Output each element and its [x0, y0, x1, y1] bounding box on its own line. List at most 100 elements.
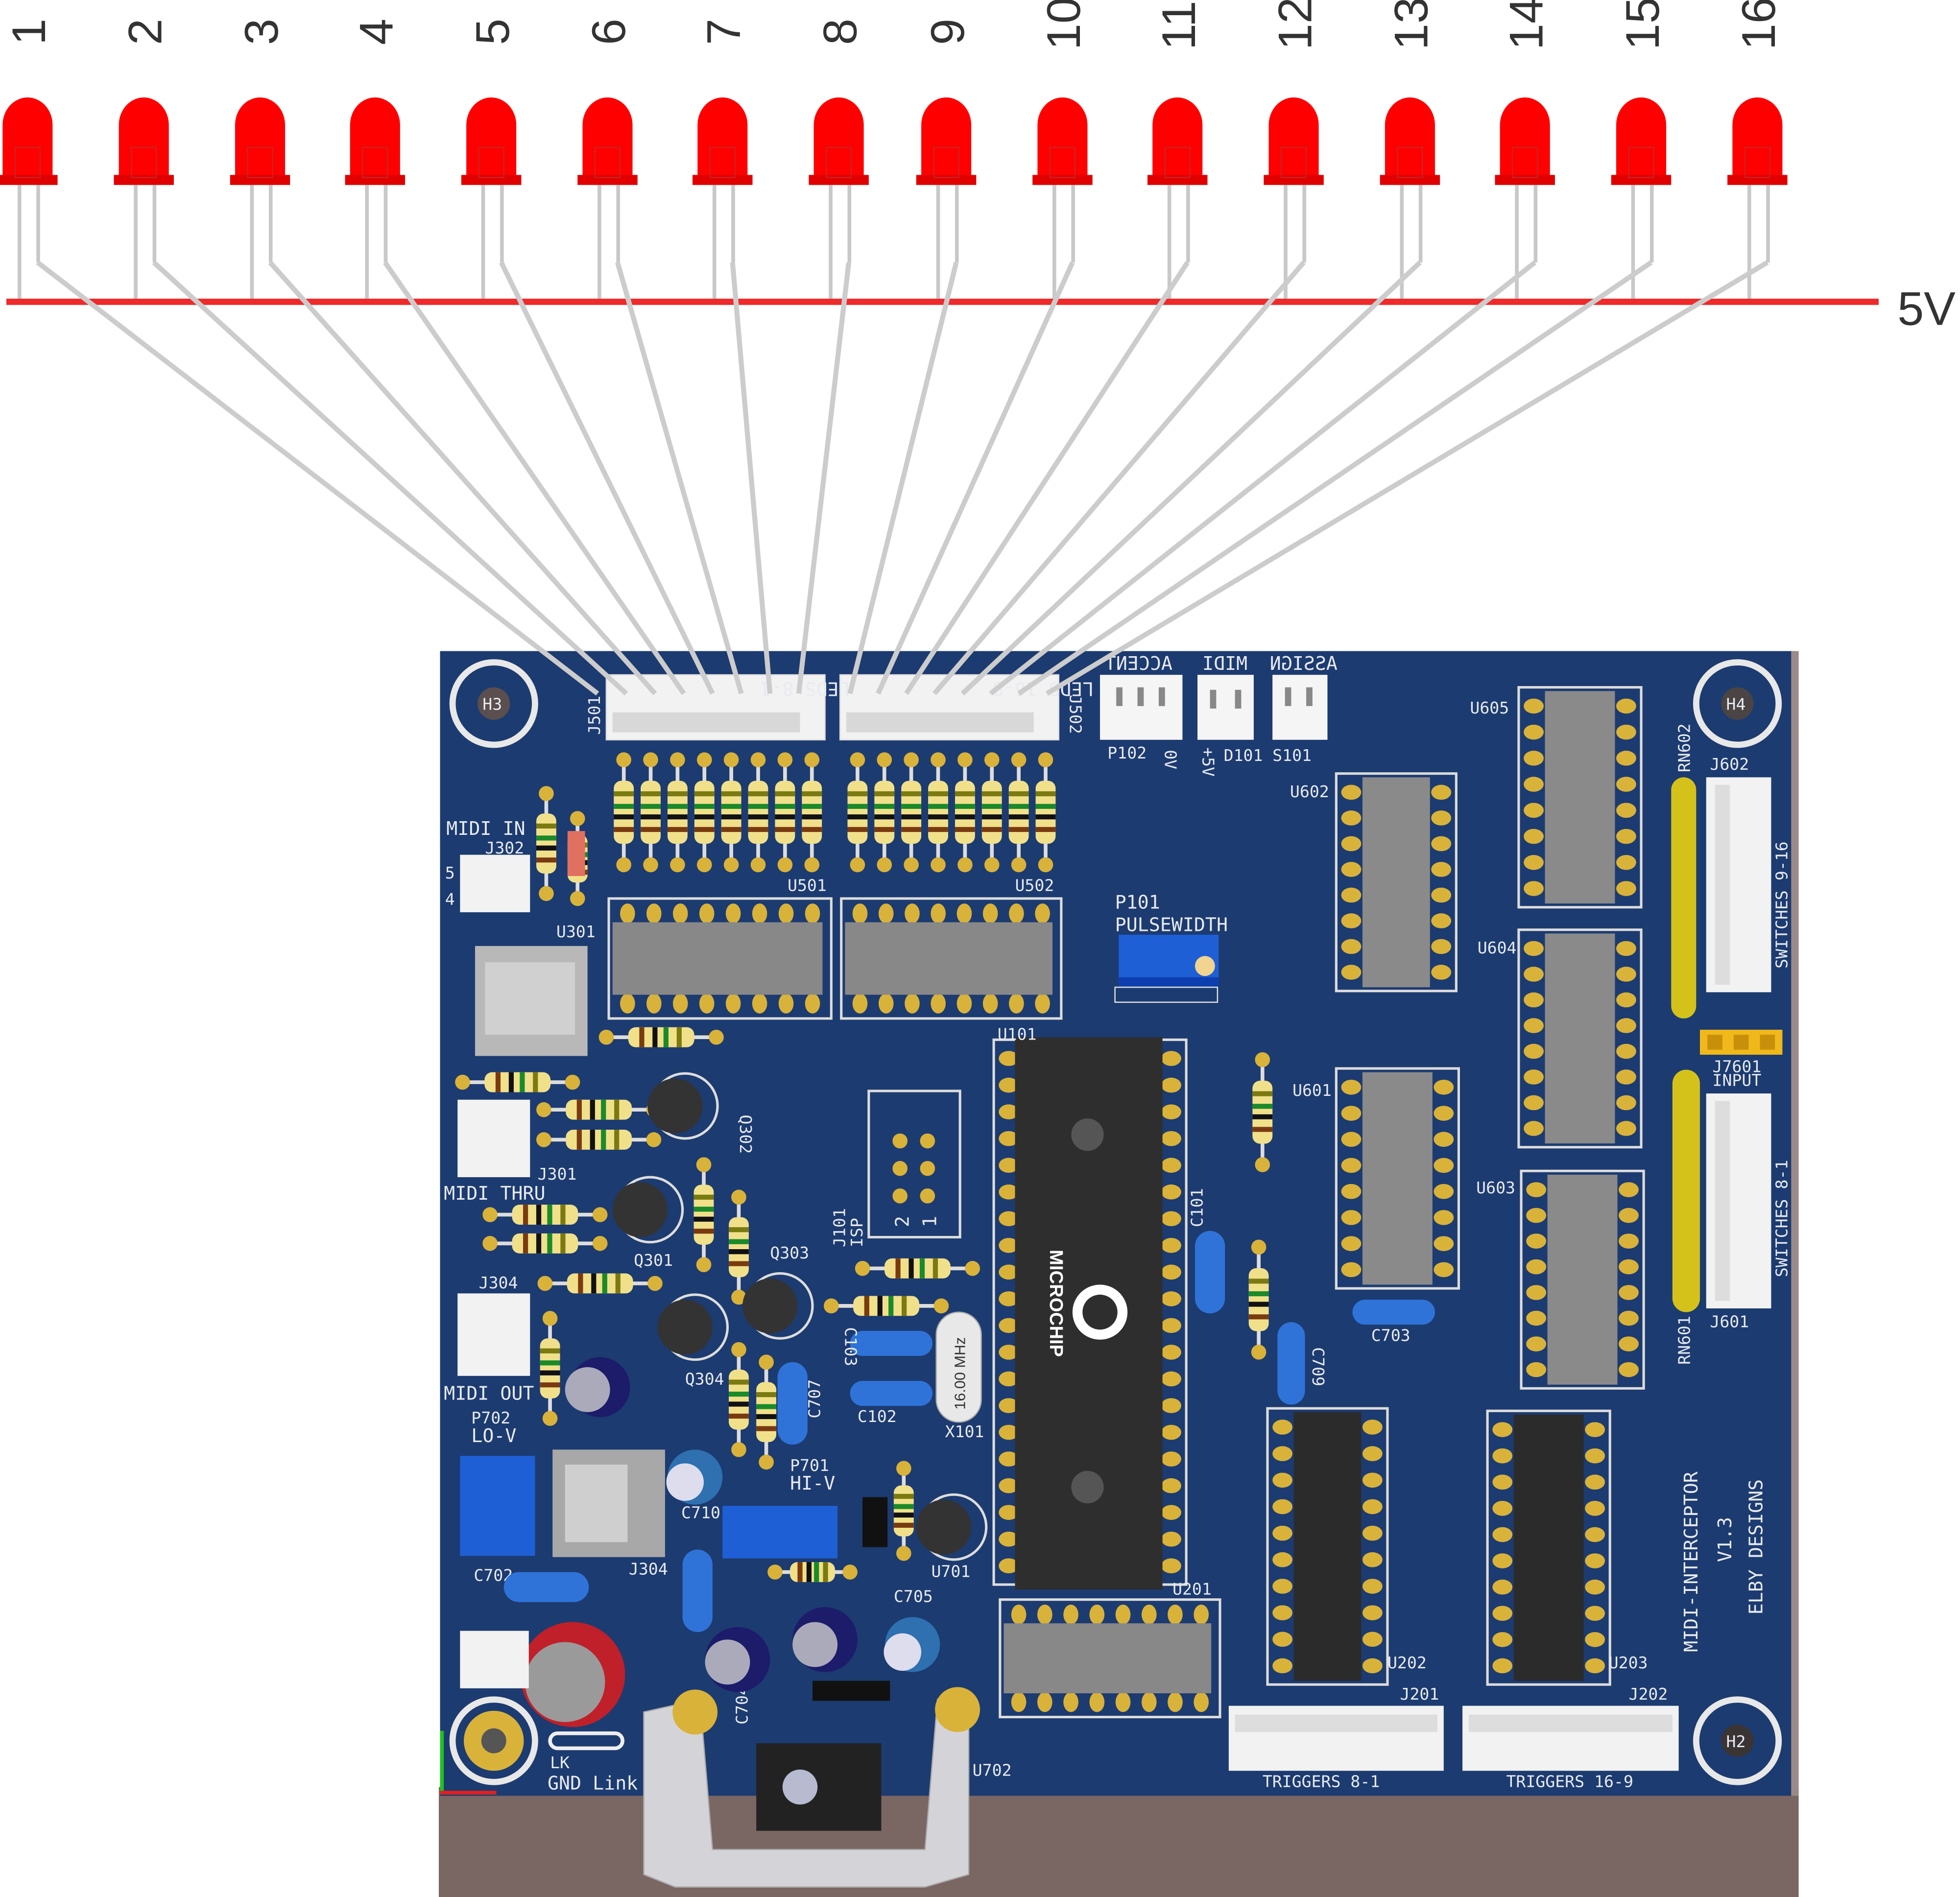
resistor-band: [533, 1072, 538, 1092]
resistor-band: [1248, 1314, 1269, 1320]
resistor-band: [590, 1130, 595, 1150]
ic-pin: [1161, 1318, 1181, 1333]
resistor-body: [540, 1338, 560, 1399]
resistor-band: [814, 1562, 819, 1582]
ic-pin: [1362, 1499, 1383, 1515]
ic-pin: [1524, 941, 1544, 956]
resistor-band: [802, 791, 822, 797]
capacitor-c101: [1195, 1231, 1225, 1314]
ic-pin: [1492, 1474, 1513, 1490]
resistor: [1035, 752, 1056, 873]
led-wire-11: [904, 261, 1190, 695]
resistor-body: [512, 1233, 578, 1254]
led-6: 6: [577, 19, 638, 300]
led-12: 12: [1264, 0, 1324, 300]
ic-pin: [1161, 1211, 1181, 1227]
transistor: [916, 1493, 988, 1561]
ic-body: [612, 922, 823, 995]
resistor-body: [874, 781, 895, 844]
led-die: [1397, 146, 1423, 178]
hi-v-trimpot[interactable]: [722, 1506, 838, 1559]
ic-pin: [1011, 1692, 1027, 1712]
resistor-band: [591, 1273, 597, 1294]
connector-j501: [605, 674, 826, 741]
lo-v-trimpot[interactable]: [460, 1456, 535, 1556]
ic-pin: [1526, 1233, 1547, 1249]
ic-pin: [1616, 751, 1636, 766]
pad: [647, 1276, 663, 1291]
resistor-band: [748, 791, 768, 797]
led-wire-9: [847, 261, 959, 694]
transistor: [612, 1176, 684, 1244]
resistor-body: [693, 1185, 714, 1245]
input-jumper-j7601[interactable]: [1699, 1029, 1783, 1055]
led-body: [697, 97, 748, 178]
resistor: [667, 752, 688, 873]
ic-pin: [778, 993, 794, 1014]
ic-pin: [1272, 1658, 1293, 1674]
diode-d301: [567, 831, 585, 876]
resistor-arrays: [455, 752, 1273, 1582]
led-die: [1049, 146, 1076, 178]
resistor-body: [729, 1370, 749, 1430]
resistor-body: [955, 781, 975, 844]
led-body: [1268, 97, 1319, 178]
c703-label: C703: [1371, 1326, 1410, 1345]
led-die: [709, 146, 736, 178]
q302-label: Q302: [736, 1114, 755, 1154]
ic-pin: [1362, 1579, 1383, 1594]
resistor-body: [756, 1382, 777, 1443]
ic-pin: [1161, 1291, 1181, 1306]
ic-pin: [1585, 1501, 1605, 1516]
resistor-band: [955, 791, 975, 797]
pad: [723, 752, 739, 767]
ic-pin: [1524, 777, 1544, 792]
pad: [896, 1545, 911, 1561]
resistor-band: [536, 1205, 542, 1225]
q303-label: Q303: [770, 1243, 809, 1262]
led-leg-cathode: [500, 185, 504, 262]
isp-header-j101[interactable]: [867, 1090, 961, 1239]
resistor-band: [693, 1229, 714, 1234]
ic-pin: [1035, 993, 1050, 1014]
ic-pin: [699, 903, 715, 924]
pad: [804, 752, 820, 767]
resistor: [598, 1027, 724, 1047]
resistor-band: [874, 814, 895, 820]
resistor-body: [1035, 781, 1056, 844]
ic-pin: [1492, 1579, 1513, 1595]
pad: [696, 1157, 712, 1172]
ic-pin: [1341, 1132, 1362, 1147]
resistor-band: [823, 1562, 828, 1582]
ic-pin: [1585, 1422, 1605, 1437]
resistor-band: [547, 1205, 552, 1225]
resistor-body: [667, 781, 688, 844]
resistor-band: [667, 827, 688, 832]
pad: [1011, 752, 1027, 767]
ic-pin: [1524, 881, 1544, 896]
ic-pin: [1616, 881, 1636, 896]
led-8: 8: [809, 19, 869, 300]
resistor: [614, 752, 634, 873]
resistor-body: [1248, 1268, 1269, 1331]
ic-pin: [1194, 1692, 1209, 1712]
pad: [777, 857, 793, 873]
resistor-band: [1035, 804, 1056, 809]
ic-pin: [699, 993, 715, 1014]
ic-pin: [1492, 1527, 1513, 1542]
mounting-hole-h4: H4: [1693, 659, 1782, 748]
resistor-band: [748, 827, 768, 832]
electrolytic-capacitors: [565, 1357, 940, 1692]
resistor-band: [615, 1273, 621, 1294]
gnd-link-jumper[interactable]: [548, 1731, 624, 1751]
led-leg-cathode: [1186, 185, 1190, 262]
led-flange: [693, 175, 753, 185]
pad: [731, 1442, 746, 1457]
resistor: [693, 1157, 714, 1272]
pad: [670, 752, 685, 767]
pulsewidth-trimpot[interactable]: [1114, 934, 1219, 1003]
led-body: [1732, 97, 1783, 178]
ic-pin: [1161, 1184, 1181, 1200]
rn601-label: RN601: [1675, 1316, 1694, 1365]
resistor-band: [721, 827, 741, 832]
